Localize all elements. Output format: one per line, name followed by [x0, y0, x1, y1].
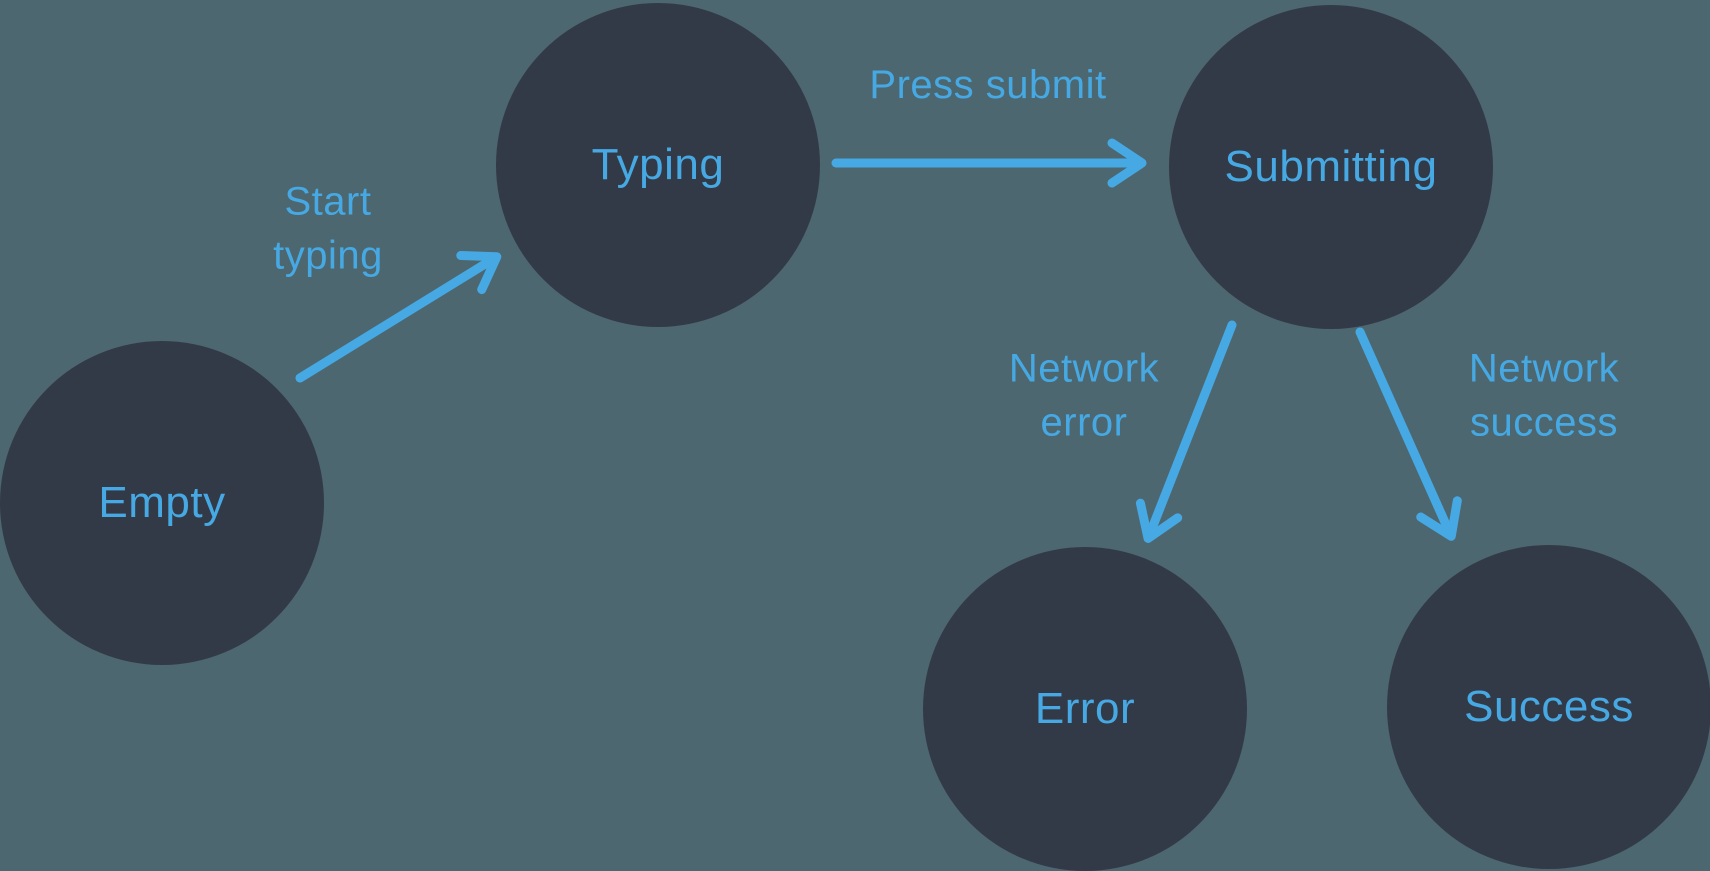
state-node-error: Error [923, 547, 1247, 871]
state-node-submitting: Submitting [1169, 5, 1493, 329]
edge-label-press-submit: Press submit [869, 63, 1107, 108]
state-node-empty: Empty [0, 341, 324, 665]
state-label-error: Error [1034, 684, 1136, 733]
state-node-typing: Typing [496, 3, 820, 327]
edge-label-network-success: Network success [1468, 346, 1620, 444]
edge-network-success-arrow [1355, 327, 1462, 541]
state-label-typing: Typing [591, 140, 725, 189]
state-label-submitting: Submitting [1224, 142, 1438, 191]
edge-label-network-error: Network error [1008, 346, 1160, 444]
state-label-success: Success [1464, 682, 1634, 731]
state-label-empty: Empty [98, 478, 226, 527]
edge-label-start-typing: Start typing [273, 179, 383, 277]
state-node-success: Success [1387, 545, 1710, 869]
edge-network-error-arrow [1135, 320, 1237, 543]
